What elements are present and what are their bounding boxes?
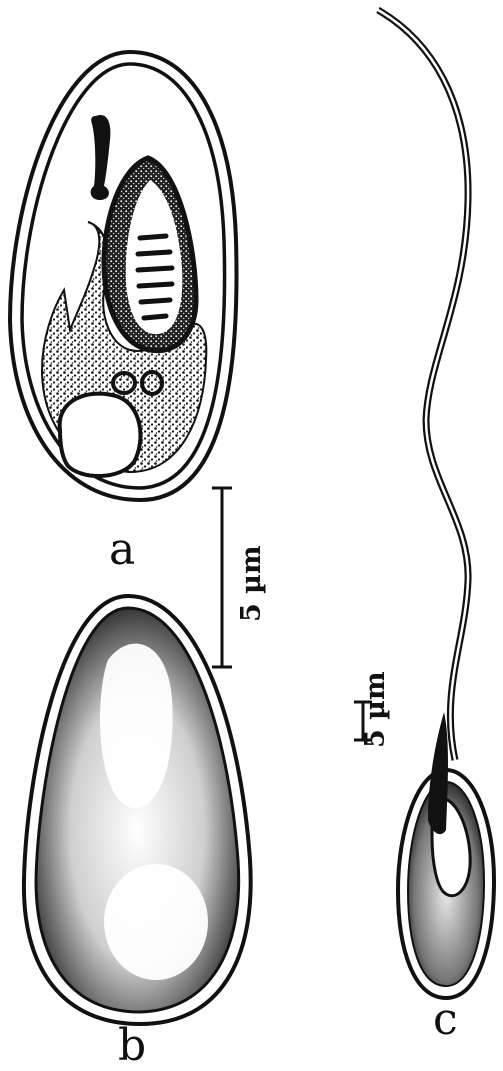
panel-label-c: c bbox=[433, 998, 458, 1042]
spore-b-inner-vacuole-upper bbox=[100, 644, 173, 808]
spore-b bbox=[24, 596, 251, 1024]
spore-c-polar-filament bbox=[378, 10, 468, 760]
scale-bar-1-label: 5 µm bbox=[238, 545, 265, 622]
spore-c bbox=[378, 10, 494, 998]
scale-bar-2-label: 5 µm bbox=[362, 671, 389, 748]
spore-c-polar-filament-core bbox=[378, 10, 468, 760]
panel-label-b: b bbox=[118, 1024, 146, 1068]
panel-label-a: a bbox=[109, 528, 135, 572]
scale-bar-1 bbox=[212, 488, 232, 667]
spore-a-vacuole bbox=[60, 394, 141, 476]
spore-c-extruded-tip bbox=[428, 712, 448, 834]
spore-b-inner-vacuole-lower bbox=[104, 864, 208, 980]
spore-a bbox=[10, 52, 237, 500]
